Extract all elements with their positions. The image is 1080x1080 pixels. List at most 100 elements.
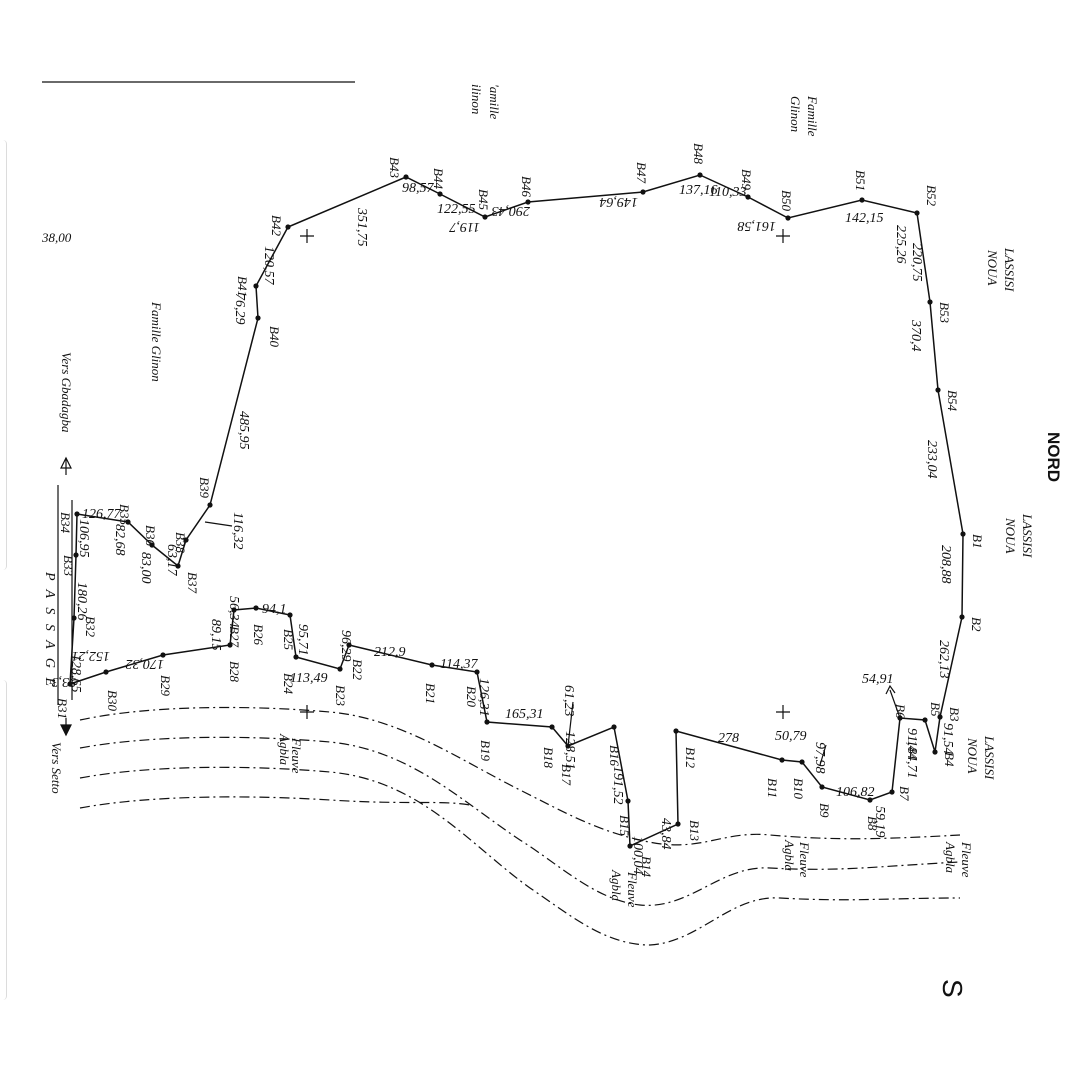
segment-length-label: 152,21	[72, 648, 111, 663]
arrow-icon-b5	[885, 684, 896, 695]
marker-point-b18	[549, 724, 555, 730]
marker-point-b20	[474, 669, 480, 675]
segment-length-label: 119,7	[449, 219, 480, 234]
marker-point-b31	[67, 681, 73, 687]
marker-label-b3: B3	[947, 707, 962, 722]
marker-label-b2: B2	[969, 617, 984, 632]
river-label-1: Fleuve Agbla	[277, 733, 304, 774]
glinon-top-line2: Glinon	[788, 96, 803, 132]
segment-length-label: 61,23	[561, 685, 576, 717]
river-label-4: Fleuve Agbla	[943, 841, 974, 878]
marker-label-b21: B21	[423, 683, 438, 704]
segment-length-label: 128,51	[562, 731, 577, 770]
marker-point-b19	[484, 719, 490, 725]
marker-point-b25	[287, 612, 293, 618]
segment-length-label: 59,19	[872, 806, 887, 838]
river-3-line2: Agbla	[782, 839, 797, 872]
marker-label-b24: B24	[281, 673, 296, 694]
marker-point-b32	[71, 615, 77, 621]
segment-length-label: 56,34	[226, 596, 241, 628]
marker-point-b28	[227, 642, 233, 648]
marker-label-b29: B29	[158, 675, 173, 696]
segment-length-label: 54,91	[862, 672, 894, 687]
marker-label-b27: B27	[227, 626, 242, 647]
marker-label-b44: B44	[431, 168, 446, 189]
river-1-line2: Agbla	[277, 733, 292, 766]
segment-length-label: 225,26	[893, 225, 908, 264]
marker-label-b30: B30	[105, 690, 120, 711]
marker-point-b33	[73, 552, 79, 558]
offset-tick-b10	[819, 744, 827, 766]
marker-label-b28: B28	[227, 661, 242, 682]
segment-length-label: 220,75	[909, 243, 924, 282]
river-lines	[79, 706, 961, 946]
river-line-3	[79, 766, 961, 946]
marker-point-b14	[627, 843, 633, 849]
marker-point-b16	[611, 724, 617, 730]
marker-label-b8: B8	[865, 816, 880, 831]
south-letter: S	[937, 979, 968, 998]
marker-point-b13	[675, 821, 681, 827]
arrow-up-icon	[60, 456, 72, 469]
access-road	[57, 456, 73, 737]
segment-length-label: 128,65	[68, 654, 83, 693]
segment-length-label: 290,43	[492, 203, 531, 218]
marker-point-b23	[337, 666, 343, 672]
river-label-2: Fleuve Agbla	[609, 869, 640, 908]
segment-length-label: 351,75	[354, 207, 369, 247]
marker-label-b37: B37	[185, 572, 200, 593]
marker-label-b39: B39	[197, 477, 212, 498]
segment-length-label: 208,88	[938, 545, 953, 584]
marker-point-b29	[160, 652, 166, 658]
river-label-3: Fleuve Agbla	[782, 839, 812, 878]
marker-point-b48	[697, 172, 703, 178]
cross-icon-4	[776, 705, 790, 719]
marker-point-b22	[346, 642, 352, 648]
marker-point-b2	[959, 614, 965, 620]
lassisi-3-line1: LASSISI	[982, 735, 997, 780]
route-vers-gbadagba: Vers Gbadagba	[59, 352, 74, 433]
neighbor-famille-glinon-top: Famille Glinon	[788, 95, 820, 137]
segment-length-label: 370,4	[908, 319, 923, 352]
page-edge-lower	[0, 680, 7, 1000]
marker-label-b7: B7	[897, 786, 912, 801]
marker-point-b21	[429, 662, 435, 668]
neighbor-famille-glinon-partial: 'amille ilinon	[469, 84, 502, 120]
marker-label-b54: B54	[945, 390, 960, 411]
marker-point-b12	[673, 728, 679, 734]
marker-point-b30	[103, 669, 109, 675]
river-2-line2: Agbla	[609, 869, 624, 902]
marker-label-b47: B47	[634, 162, 649, 183]
segment-length-label: 94,1	[262, 602, 287, 617]
segment-length-label: 95,71	[295, 624, 310, 656]
marker-point-b45	[482, 214, 488, 220]
cross-icon-3	[300, 705, 314, 719]
marker-point-b44	[437, 191, 443, 197]
segment-length-label: 98,57	[402, 181, 435, 196]
marker-label-b46: B46	[519, 176, 534, 197]
marker-label-b51: B51	[853, 170, 868, 191]
marker-label-b10: B10	[791, 778, 806, 799]
segment-length-label: 485,95	[236, 411, 251, 450]
marker-label-b11: B11	[765, 778, 780, 798]
marker-point-b47	[640, 189, 646, 195]
marker-point-b27	[231, 607, 237, 613]
river-line-2	[79, 736, 961, 906]
marker-point-b38	[183, 537, 189, 543]
route-vers-setto: Vers Setto	[49, 742, 64, 794]
segment-length-label: 93,3	[52, 674, 77, 689]
offset-tick-b38	[204, 521, 233, 527]
segment-length-label: 106,82	[836, 785, 875, 800]
segment-length-label: 165,31	[505, 707, 544, 722]
marker-label-b45: B45	[476, 189, 491, 210]
marker-label-b33: B33	[61, 555, 76, 576]
segment-length-label: 122,55	[437, 202, 476, 217]
marker-point-b50	[785, 215, 791, 221]
glinon-left: Famille Glinon	[149, 301, 164, 382]
segment-length-label: 110,33	[709, 185, 746, 200]
marker-point-b40	[255, 315, 261, 321]
marker-label-b48: B48	[691, 143, 706, 164]
marker-point-b15	[625, 798, 631, 804]
segment-length-label: 89,15	[208, 619, 223, 651]
glinon-partial-line1: 'amille	[487, 84, 502, 120]
